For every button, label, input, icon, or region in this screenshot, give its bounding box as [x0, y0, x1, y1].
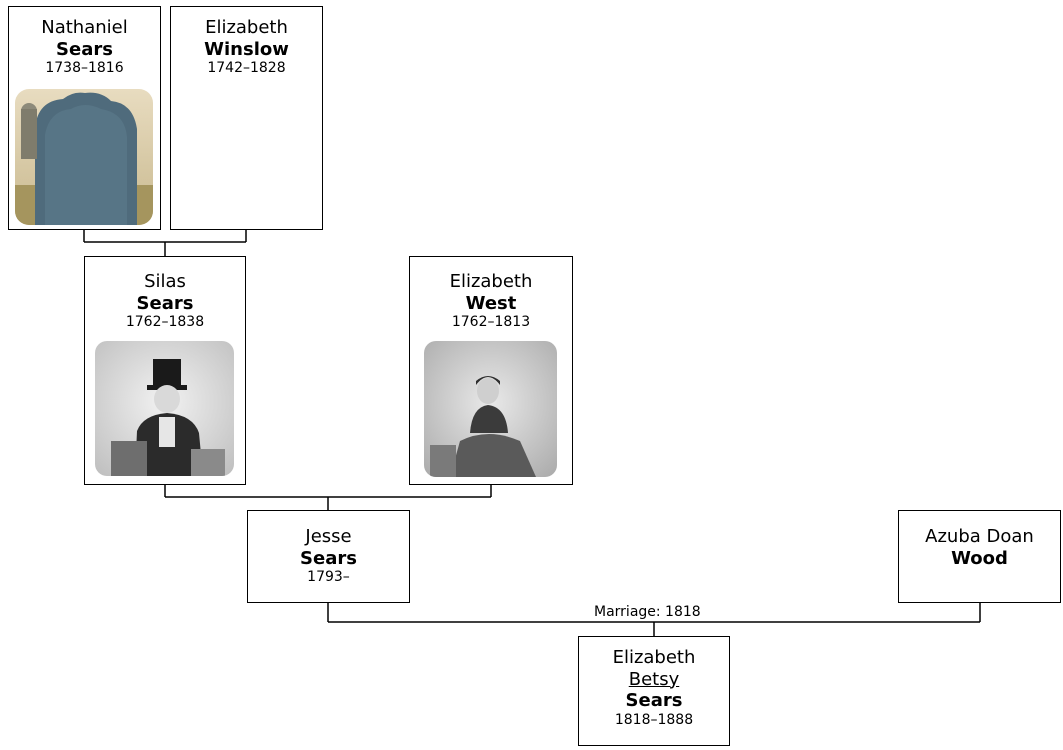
- marriage-label: Marriage: 1818: [592, 604, 703, 620]
- life-dates: 1762–1838: [125, 314, 205, 331]
- surname: Sears: [625, 690, 683, 712]
- surname: Sears: [56, 38, 113, 60]
- first-name: Jesse: [305, 526, 352, 547]
- surname: Winslow: [204, 38, 289, 60]
- first-name: Elizabeth: [449, 271, 533, 292]
- surname: Wood: [951, 547, 1008, 569]
- gravestone-photo: [15, 89, 153, 225]
- life-dates: 1738–1816: [45, 60, 124, 77]
- first-name: Nathaniel: [41, 17, 128, 38]
- person-card-elizabeth-winslow[interactable]: Elizabeth Winslow 1742–1828: [170, 6, 323, 230]
- portrait-photo-man-top-hat: [95, 341, 234, 476]
- first-name: Azuba Doan: [925, 526, 1034, 547]
- nickname: Betsy: [628, 668, 680, 690]
- person-card-jesse-sears[interactable]: Jesse Sears 1793–: [247, 510, 410, 603]
- surname: Sears: [300, 547, 357, 569]
- life-dates: 1818–1888: [614, 711, 694, 728]
- person-card-nathaniel-sears[interactable]: Nathaniel Sears 1738–1816: [8, 6, 161, 230]
- portrait-photo-woman-seated: [424, 341, 557, 477]
- person-card-elizabeth-west[interactable]: Elizabeth West 1762–1813: [409, 256, 573, 485]
- person-card-silas-sears[interactable]: Silas Sears 1762–1838: [84, 256, 246, 485]
- first-name: Elizabeth: [612, 647, 696, 668]
- first-name: Elizabeth: [205, 17, 288, 38]
- life-dates: 1793–: [307, 569, 350, 586]
- life-dates: 1742–1828: [207, 60, 286, 77]
- person-card-azuba-doan-wood[interactable]: Azuba Doan Wood: [898, 510, 1061, 603]
- life-dates: 1762–1813: [451, 314, 531, 331]
- person-card-elizabeth-betsy-sears[interactable]: Elizabeth Betsy Sears 1818–1888: [578, 636, 730, 746]
- surname: Sears: [136, 292, 194, 314]
- surname: West: [465, 292, 517, 314]
- first-name: Silas: [144, 271, 186, 292]
